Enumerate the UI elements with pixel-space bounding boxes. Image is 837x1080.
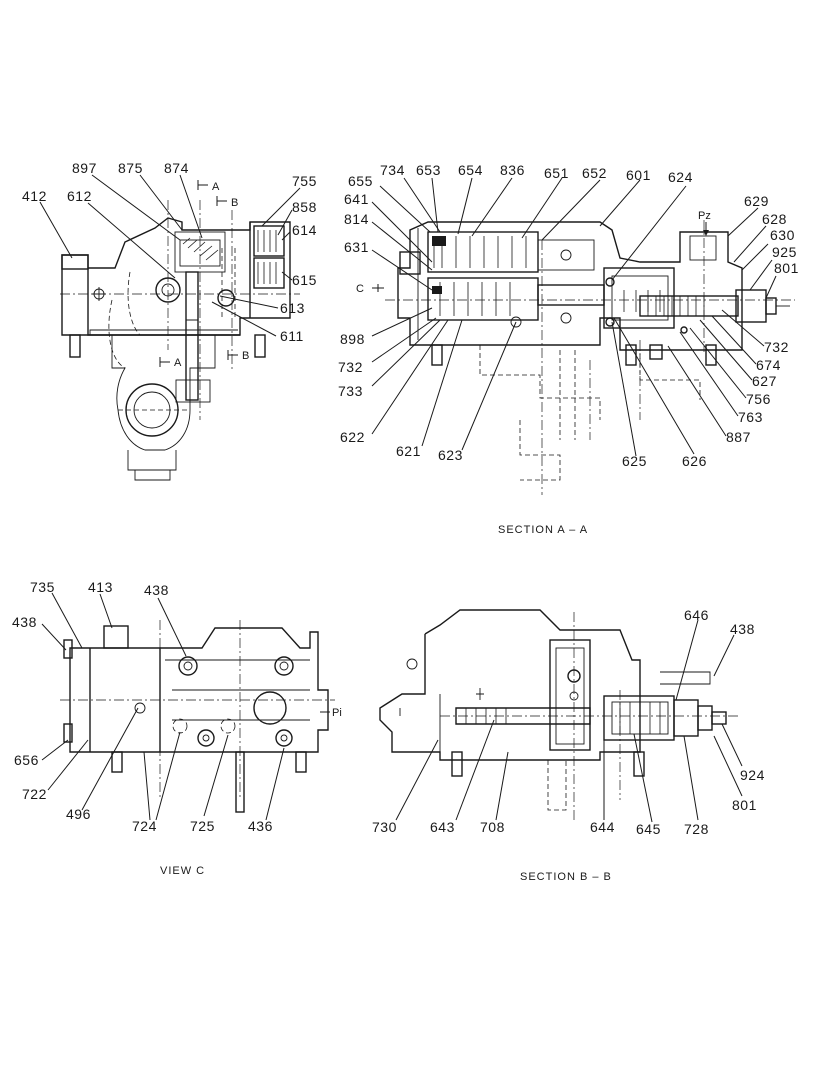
part-label-655: 655 xyxy=(348,173,373,189)
part-label-629: 629 xyxy=(744,193,769,209)
part-label-925: 925 xyxy=(772,244,797,260)
marker-a-top: A xyxy=(212,181,220,193)
marker-b-bottom: B xyxy=(242,350,249,362)
caption-section-aa: SECTION A – A xyxy=(498,524,588,536)
section-aa-body-outline xyxy=(372,220,795,495)
part-label-438-left: 438 xyxy=(12,614,37,630)
caption-view-c: VIEW C xyxy=(160,865,205,877)
part-label-887: 887 xyxy=(726,429,751,445)
part-label-614: 614 xyxy=(292,222,317,238)
top-left-labels: 412 612 897 875 874 755 858 614 615 613 … xyxy=(22,160,317,344)
part-label-611: 611 xyxy=(280,328,304,344)
part-label-612: 612 xyxy=(67,188,92,204)
part-label-626: 626 xyxy=(682,453,707,469)
marker-c: C xyxy=(356,283,364,295)
part-label-814: 814 xyxy=(344,211,369,227)
section-bb-labels: 646 438 924 801 730 643 708 644 645 728 … xyxy=(372,607,765,883)
part-label-615: 615 xyxy=(292,272,317,288)
part-label-646: 646 xyxy=(684,607,709,623)
part-label-643: 643 xyxy=(430,819,455,835)
part-label-801-bb: 801 xyxy=(732,797,757,813)
part-label-438-top: 438 xyxy=(144,582,169,598)
part-label-728: 728 xyxy=(684,821,709,837)
part-label-651: 651 xyxy=(544,165,569,181)
part-label-763: 763 xyxy=(738,409,763,425)
port-label-pi: Pi xyxy=(332,707,342,719)
part-label-645: 645 xyxy=(636,821,661,837)
part-label-898: 898 xyxy=(340,331,365,347)
part-label-412: 412 xyxy=(22,188,47,204)
view-c: 735 413 438 438 656 722 496 724 725 436 … xyxy=(12,579,342,877)
part-label-722: 722 xyxy=(22,786,47,802)
part-label-656: 656 xyxy=(14,752,39,768)
part-label-652: 652 xyxy=(582,165,607,181)
view-c-body-outline xyxy=(60,620,335,813)
part-label-858: 858 xyxy=(292,199,317,215)
part-label-733: 733 xyxy=(338,383,363,399)
marker-b-top: B xyxy=(231,197,238,209)
section-markers-top-left: A B A B xyxy=(159,180,249,369)
view-c-labels: 735 413 438 438 656 722 496 724 725 436 … xyxy=(12,579,342,877)
part-label-654: 654 xyxy=(458,162,483,178)
part-label-641: 641 xyxy=(344,191,369,207)
caption-section-bb: SECTION B – B xyxy=(520,871,612,883)
section-bb-leaders xyxy=(395,619,743,823)
part-label-438-bb: 438 xyxy=(730,621,755,637)
part-label-836: 836 xyxy=(500,162,525,178)
part-label-756: 756 xyxy=(746,391,771,407)
section-aa-view: 655 734 653 654 836 651 652 601 624 641 … xyxy=(338,162,799,536)
part-label-613: 613 xyxy=(280,300,305,316)
marker-a-bottom: A xyxy=(174,357,182,369)
part-label-624: 624 xyxy=(668,169,693,185)
port-label-pz: Pz xyxy=(698,210,711,222)
part-label-708: 708 xyxy=(480,819,505,835)
part-label-496: 496 xyxy=(66,806,91,822)
part-label-413: 413 xyxy=(88,579,113,595)
section-aa-labels: 655 734 653 654 836 651 652 601 624 641 … xyxy=(338,162,799,536)
section-bb-body-outline xyxy=(379,609,740,820)
part-label-732-right: 732 xyxy=(764,339,789,355)
part-label-628: 628 xyxy=(762,211,787,227)
part-label-725: 725 xyxy=(190,818,215,834)
part-label-734: 734 xyxy=(380,162,405,178)
part-label-601: 601 xyxy=(626,167,651,183)
top-left-body-outline xyxy=(60,200,300,481)
part-label-924: 924 xyxy=(740,767,765,783)
part-label-801-aa: 801 xyxy=(774,260,799,276)
top-left-leaders xyxy=(39,174,301,337)
part-label-627: 627 xyxy=(752,373,777,389)
part-label-630: 630 xyxy=(770,227,795,243)
part-label-875: 875 xyxy=(118,160,143,176)
part-label-621: 621 xyxy=(396,443,421,459)
part-label-897: 897 xyxy=(72,160,97,176)
part-label-735: 735 xyxy=(30,579,55,595)
part-label-755: 755 xyxy=(292,173,317,189)
part-label-874: 874 xyxy=(164,160,189,176)
part-label-674: 674 xyxy=(756,357,781,373)
part-label-644: 644 xyxy=(590,819,615,835)
part-label-724: 724 xyxy=(132,818,157,834)
part-label-631: 631 xyxy=(344,239,369,255)
top-left-view: A B A B 412 612 897 875 xyxy=(22,160,317,481)
part-label-623: 623 xyxy=(438,447,463,463)
part-label-730: 730 xyxy=(372,819,397,835)
part-label-625: 625 xyxy=(622,453,647,469)
section-bb-view: 646 438 924 801 730 643 708 644 645 728 … xyxy=(372,607,765,883)
part-label-436: 436 xyxy=(248,818,273,834)
section-aa-leaders xyxy=(371,177,777,457)
view-c-leaders xyxy=(41,592,330,821)
part-label-653: 653 xyxy=(416,162,441,178)
part-label-622: 622 xyxy=(340,429,365,445)
part-label-732-left: 732 xyxy=(338,359,363,375)
